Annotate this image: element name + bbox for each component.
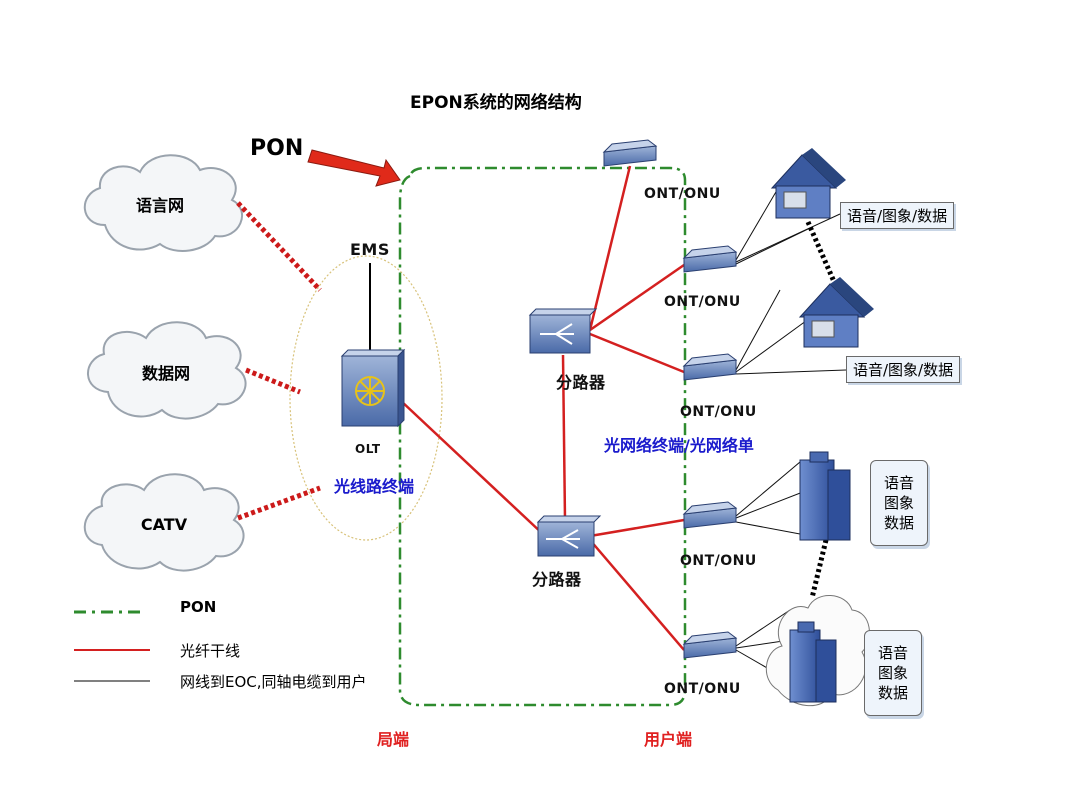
service-box-1: 语音/图象/数据 [840,202,955,229]
legend-samples [74,610,150,682]
onu-label-1: ONT/ONU [644,186,721,202]
central-office-ellipse [289,255,443,541]
splitter-label-top: 分路器 [556,373,606,392]
cloud-label-catv: CATV [140,515,188,534]
onu-caption: 光网络终端/光网络单 [604,436,754,455]
service-vertical-line: 语音 [877,644,908,662]
onu-label-5: ONT/ONU [664,681,741,697]
house-icon [770,148,846,219]
olt-device-icon [340,348,406,428]
legend-label-coax: 网线到EOC,同轴电缆到用户 [180,673,367,691]
fiber-lines [399,165,685,651]
service-vertical-line: 数据 [877,684,908,702]
olt-label: OLT [355,442,381,456]
diagram-title: EPON系统的网络结构 [410,93,582,113]
central-office-label: 局端 [377,730,410,749]
onu-switch-icon [682,501,738,529]
onu-switch-icon [682,631,738,659]
service-vertical-line: 图象 [883,494,914,512]
olt-caption: 光线路终端 [334,477,415,496]
cloud-data-network [87,321,247,420]
onu-switch-icon [682,245,738,273]
cloud-catv [83,473,245,572]
splitter-label-bottom: 分路器 [532,570,582,589]
building-icon [799,451,851,541]
onu-label-4: ONT/ONU [680,553,757,569]
service-vertical-line: 图象 [877,664,908,682]
legend-label-fiber: 光纤干线 [180,642,241,660]
splitter-icon [536,515,602,557]
building-cloud [765,595,870,707]
pon-arrow-label: PON [250,136,304,161]
service-vertical-line: 语音 [883,474,914,492]
pon-boundary [398,166,687,707]
cloud-label-voice: 语言网 [135,196,184,215]
cloud-voice-network [83,154,244,252]
service-vertical-box-1: 语音 图象 数据 [870,460,928,546]
ems-label: EMS [350,240,390,259]
site-links [805,221,838,599]
service-vertical-line: 数据 [883,514,914,532]
coax-lines [735,184,847,681]
service-box-2: 语音/图象/数据 [846,356,961,383]
cloud-links [236,201,322,521]
pon-arrow-icon [307,149,401,187]
user-side-label: 用户端 [644,730,693,749]
service-vertical-box-2: 语音 图象 数据 [864,630,922,716]
onu-switch-icon [682,353,738,381]
onu-switch-icon [602,139,658,167]
legend-label-pon: PON [180,598,217,616]
splitter-icon [528,308,598,354]
cloud-label-data: 数据网 [141,364,190,383]
onu-label-3: ONT/ONU [680,404,757,420]
house-icon [798,277,874,348]
onu-label-2: ONT/ONU [664,294,741,310]
